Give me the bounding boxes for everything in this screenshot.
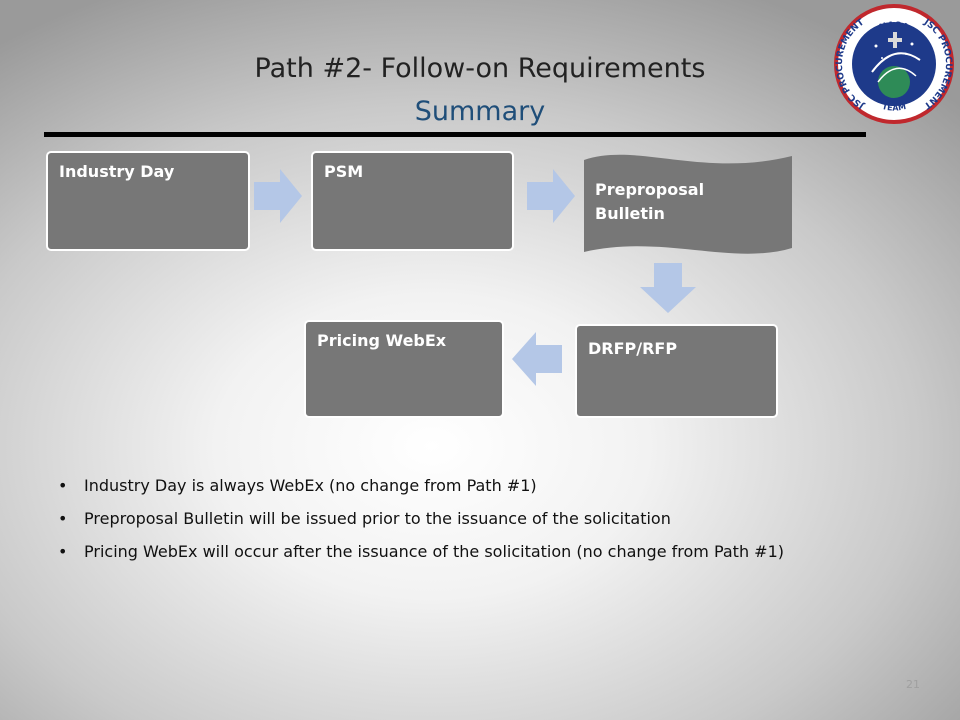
bullet-text: Preproposal Bulletin will be issued prio…: [84, 509, 671, 528]
bullet-item: • Pricing WebEx will occur after the iss…: [58, 542, 818, 562]
flow-box-label: DRFP/RFP: [588, 339, 678, 358]
logo-bottom-text: TEAM: [881, 102, 907, 113]
flow-box-pricing-webex: Pricing WebEx: [304, 320, 504, 418]
title-divider: [44, 132, 866, 137]
flow-box-label: Preproposal Bulletin: [595, 180, 705, 223]
flow-box-industry-day: Industry Day: [46, 151, 250, 251]
left-arrow-icon: [512, 332, 562, 386]
bullet-text: Pricing WebEx will occur after the issua…: [84, 542, 784, 561]
down-arrow-icon: [640, 263, 696, 313]
page-number: 21: [906, 678, 920, 691]
svg-text:TEAM: TEAM: [881, 102, 907, 113]
flow-box-label: Industry Day: [59, 162, 175, 181]
slide-title: Path #2- Follow-on Requirements: [254, 53, 706, 84]
flow-shape-preproposal-bulletin: [584, 154, 792, 254]
bullet-dot-icon: •: [58, 509, 68, 528]
right-arrow-icon: [254, 169, 302, 223]
flow-box-label: PSM: [324, 162, 364, 181]
bullet-dot-icon: •: [58, 542, 68, 561]
slide-subtitle: Summary: [414, 96, 546, 127]
flow-box-drfp-rfp: DRFP/RFP: [575, 324, 778, 418]
bullet-text: Industry Day is always WebEx (no change …: [84, 476, 537, 495]
bullet-item: • Preproposal Bulletin will be issued pr…: [58, 509, 818, 529]
right-arrow-icon: [527, 169, 575, 223]
bullet-item: • Industry Day is always WebEx (no chang…: [58, 476, 818, 496]
flow-box-label: Pricing WebEx: [317, 331, 447, 350]
bullet-list: • Industry Day is always WebEx (no chang…: [58, 476, 818, 575]
jsc-procurement-logo: NASA JSC PROCUREMENT JSC PROCUREMENT TEA…: [834, 4, 954, 124]
flow-box-psm: PSM: [311, 151, 514, 251]
bullet-dot-icon: •: [58, 476, 68, 495]
